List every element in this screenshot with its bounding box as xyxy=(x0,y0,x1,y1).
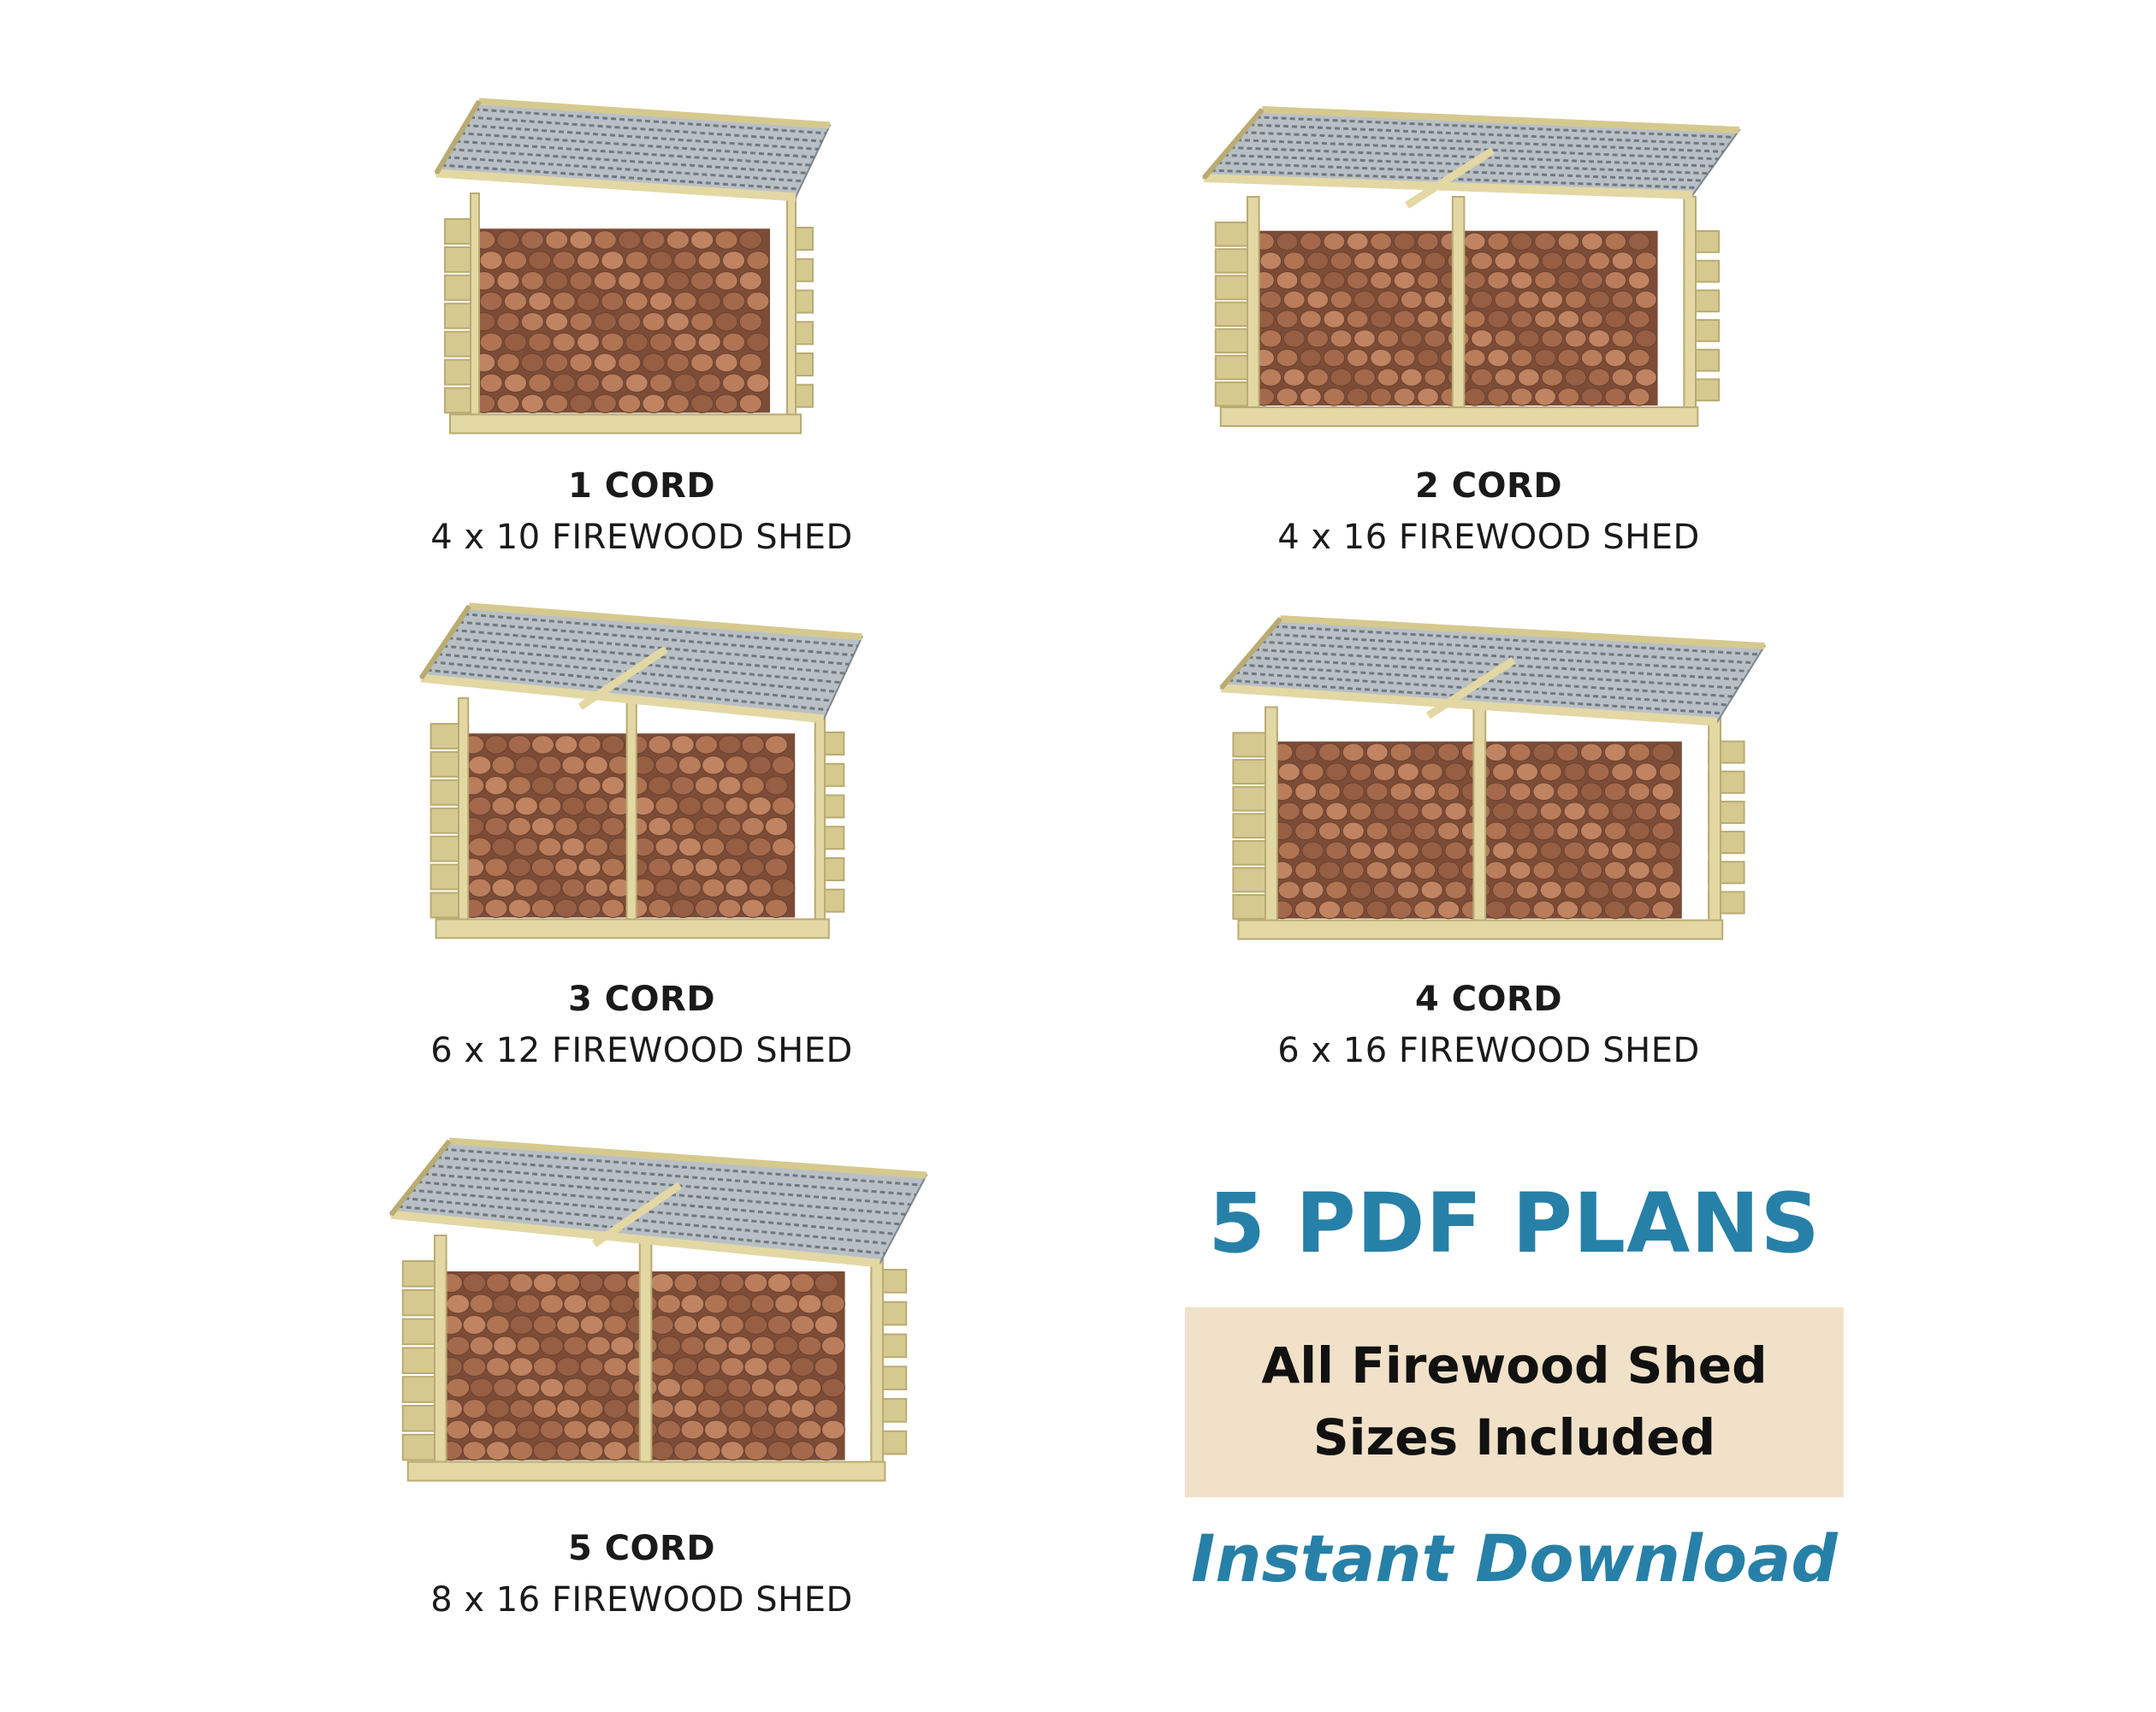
shed-drawing xyxy=(1219,615,1767,940)
roof-brace xyxy=(1425,656,1516,720)
shed-caption-3: 3 CORD 6 x 12 FIREWOOD SHED xyxy=(385,974,898,1076)
shed-illustration-3-cord xyxy=(402,599,881,958)
shed-illustration-5-cord xyxy=(368,1134,950,1502)
shed-illustration-4-cord xyxy=(1198,612,1788,958)
shed-caption-2: 2 CORD 4 x 16 FIREWOOD SHED xyxy=(1232,460,1745,563)
roof-brace xyxy=(578,646,668,710)
included-banner-line-1: All Firewood Shed xyxy=(1261,1336,1768,1395)
cord-label: 5 CORD xyxy=(567,1529,716,1568)
shed-size-label: 6 x 16 FIREWOOD SHED xyxy=(1277,1031,1700,1070)
included-banner-line-2: Sizes Included xyxy=(1312,1408,1716,1466)
roof xyxy=(1201,106,1741,199)
firewood-stack xyxy=(471,228,770,414)
roof-brace xyxy=(1405,147,1496,209)
roof xyxy=(434,98,832,202)
instant-download-label: Instant Download xyxy=(1191,1520,1838,1596)
shed-caption-1: 1 CORD 4 x 10 FIREWOOD SHED xyxy=(385,460,898,563)
shed-size-label: 4 x 16 FIREWOOD SHED xyxy=(1277,518,1700,557)
base-beam xyxy=(449,413,802,435)
shed-drawing xyxy=(388,1137,928,1482)
roof-brace xyxy=(592,1182,683,1247)
base-beam xyxy=(1219,406,1699,427)
shed-drawing xyxy=(434,98,832,435)
shed-illustration-2-cord xyxy=(1181,103,1762,445)
shed-size-label: 4 x 10 FIREWOOD SHED xyxy=(430,518,853,557)
shed-caption-4: 4 CORD 6 x 16 FIREWOOD SHED xyxy=(1232,974,1745,1076)
shed-drawing xyxy=(1201,106,1741,427)
base-beam xyxy=(1237,919,1724,940)
shed-size-label: 6 x 12 FIREWOOD SHED xyxy=(430,1031,853,1070)
cord-label: 4 CORD xyxy=(1414,980,1563,1019)
plans-headline: 5 PDF PLANS xyxy=(1208,1176,1821,1271)
cord-label: 3 CORD xyxy=(567,980,716,1019)
shed-illustration-1-cord xyxy=(419,94,847,453)
shed-size-label: 8 x 16 FIREWOOD SHED xyxy=(430,1580,853,1620)
base-beam xyxy=(435,918,830,939)
shed-caption-5: 5 CORD 8 x 16 FIREWOOD SHED xyxy=(385,1523,898,1626)
cord-label: 2 CORD xyxy=(1414,466,1563,506)
base-beam xyxy=(406,1460,886,1482)
included-banner: All Firewood Shed Sizes Included xyxy=(1185,1307,1844,1497)
shed-drawing xyxy=(418,602,864,939)
cord-label: 1 CORD xyxy=(567,466,716,506)
